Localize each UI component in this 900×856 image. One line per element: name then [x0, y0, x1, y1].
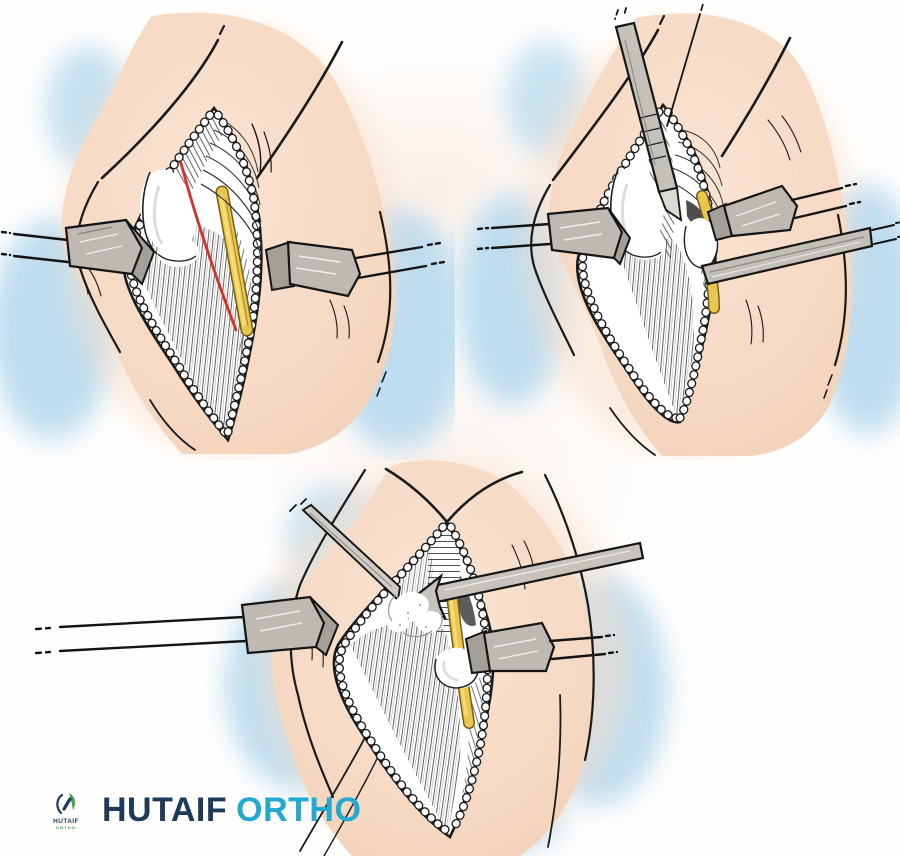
flat-blade-shaft	[700, 226, 874, 286]
retractor-left-highlight	[559, 221, 603, 241]
thin-probe-line	[666, 13, 701, 127]
scalpel-continuation-dashes	[614, 7, 627, 20]
retractor-left-shade	[77, 226, 113, 235]
scalpel-shade	[624, 39, 656, 166]
dissector-probe	[289, 498, 402, 602]
retractor-left-hook-tip	[309, 596, 340, 657]
retractor-right-upper-handle	[790, 182, 862, 220]
retractor-left-paddle	[240, 595, 326, 655]
retractor-left-handle	[476, 222, 552, 251]
arrow-highlight	[444, 550, 631, 591]
retractor-right-paddle	[286, 240, 362, 298]
surgical-step-1-illustration	[0, 12, 455, 455]
medial-epicondyle-bone	[140, 169, 199, 267]
retractor-left-handle	[0, 230, 70, 264]
retractor-right-handle	[354, 241, 446, 280]
dissection-sponge	[387, 592, 444, 638]
retractor-right-upper-highlight	[735, 201, 781, 227]
logo-blue-arc	[56, 793, 64, 814]
retractor-left	[0, 218, 156, 286]
probe-shade	[309, 512, 393, 588]
logo-mark-text: HUTAIF	[53, 817, 79, 825]
retractor-right	[264, 240, 446, 298]
probe-continuation-dashes	[289, 498, 307, 512]
scalpel-blade	[657, 186, 683, 222]
brand-name-primary: HUTAIF	[102, 790, 228, 829]
brand-name-secondary: ORTHO	[236, 790, 362, 829]
flat-blade-highlight	[711, 241, 861, 278]
logo-mark-subtext: ORTHO	[55, 824, 77, 830]
retractor-right-highlight	[493, 638, 539, 660]
logo-green-leaf	[69, 792, 76, 810]
brand-logo-icon	[56, 792, 76, 814]
surgical-step-2-illustration	[457, 3, 900, 456]
retractor-left	[34, 595, 340, 657]
thin-probe-dash	[700, 3, 704, 12]
retractor-left	[476, 206, 632, 266]
retractor-left-highlight	[255, 610, 303, 632]
flat-blade-retractor-lower	[700, 221, 900, 286]
retractor-left-paddle	[546, 206, 624, 260]
incision-marking-red-line	[179, 161, 238, 332]
brand-logo-mark: HUTAIF ORTHO	[44, 791, 88, 830]
flat-blade-handle-lines	[871, 221, 900, 245]
flat-blade-shade	[709, 236, 865, 273]
retractor-left-hook-tip	[125, 219, 156, 286]
retractor-right-hook-tip	[264, 240, 296, 292]
scalpel-grip-ridges	[639, 113, 667, 161]
retractor-right-upper	[706, 182, 862, 242]
logo-bone-glyph	[62, 796, 72, 811]
retractor-right-upper-paddle	[722, 184, 799, 238]
scalpel	[614, 3, 704, 222]
retractor-left-highlight	[79, 233, 123, 255]
ulnar-nerve	[215, 185, 254, 337]
retractor-right	[464, 621, 619, 675]
retractor-right-highlight	[295, 255, 341, 275]
retractor-left-hook-tip	[607, 207, 632, 266]
surgical-step-3-illustration	[34, 460, 668, 856]
retractor-right-handle	[548, 633, 619, 661]
fascia-arch-over-nerve	[200, 169, 262, 255]
skin-contour-lines	[530, 14, 847, 456]
retractor-left-handle	[34, 615, 248, 655]
